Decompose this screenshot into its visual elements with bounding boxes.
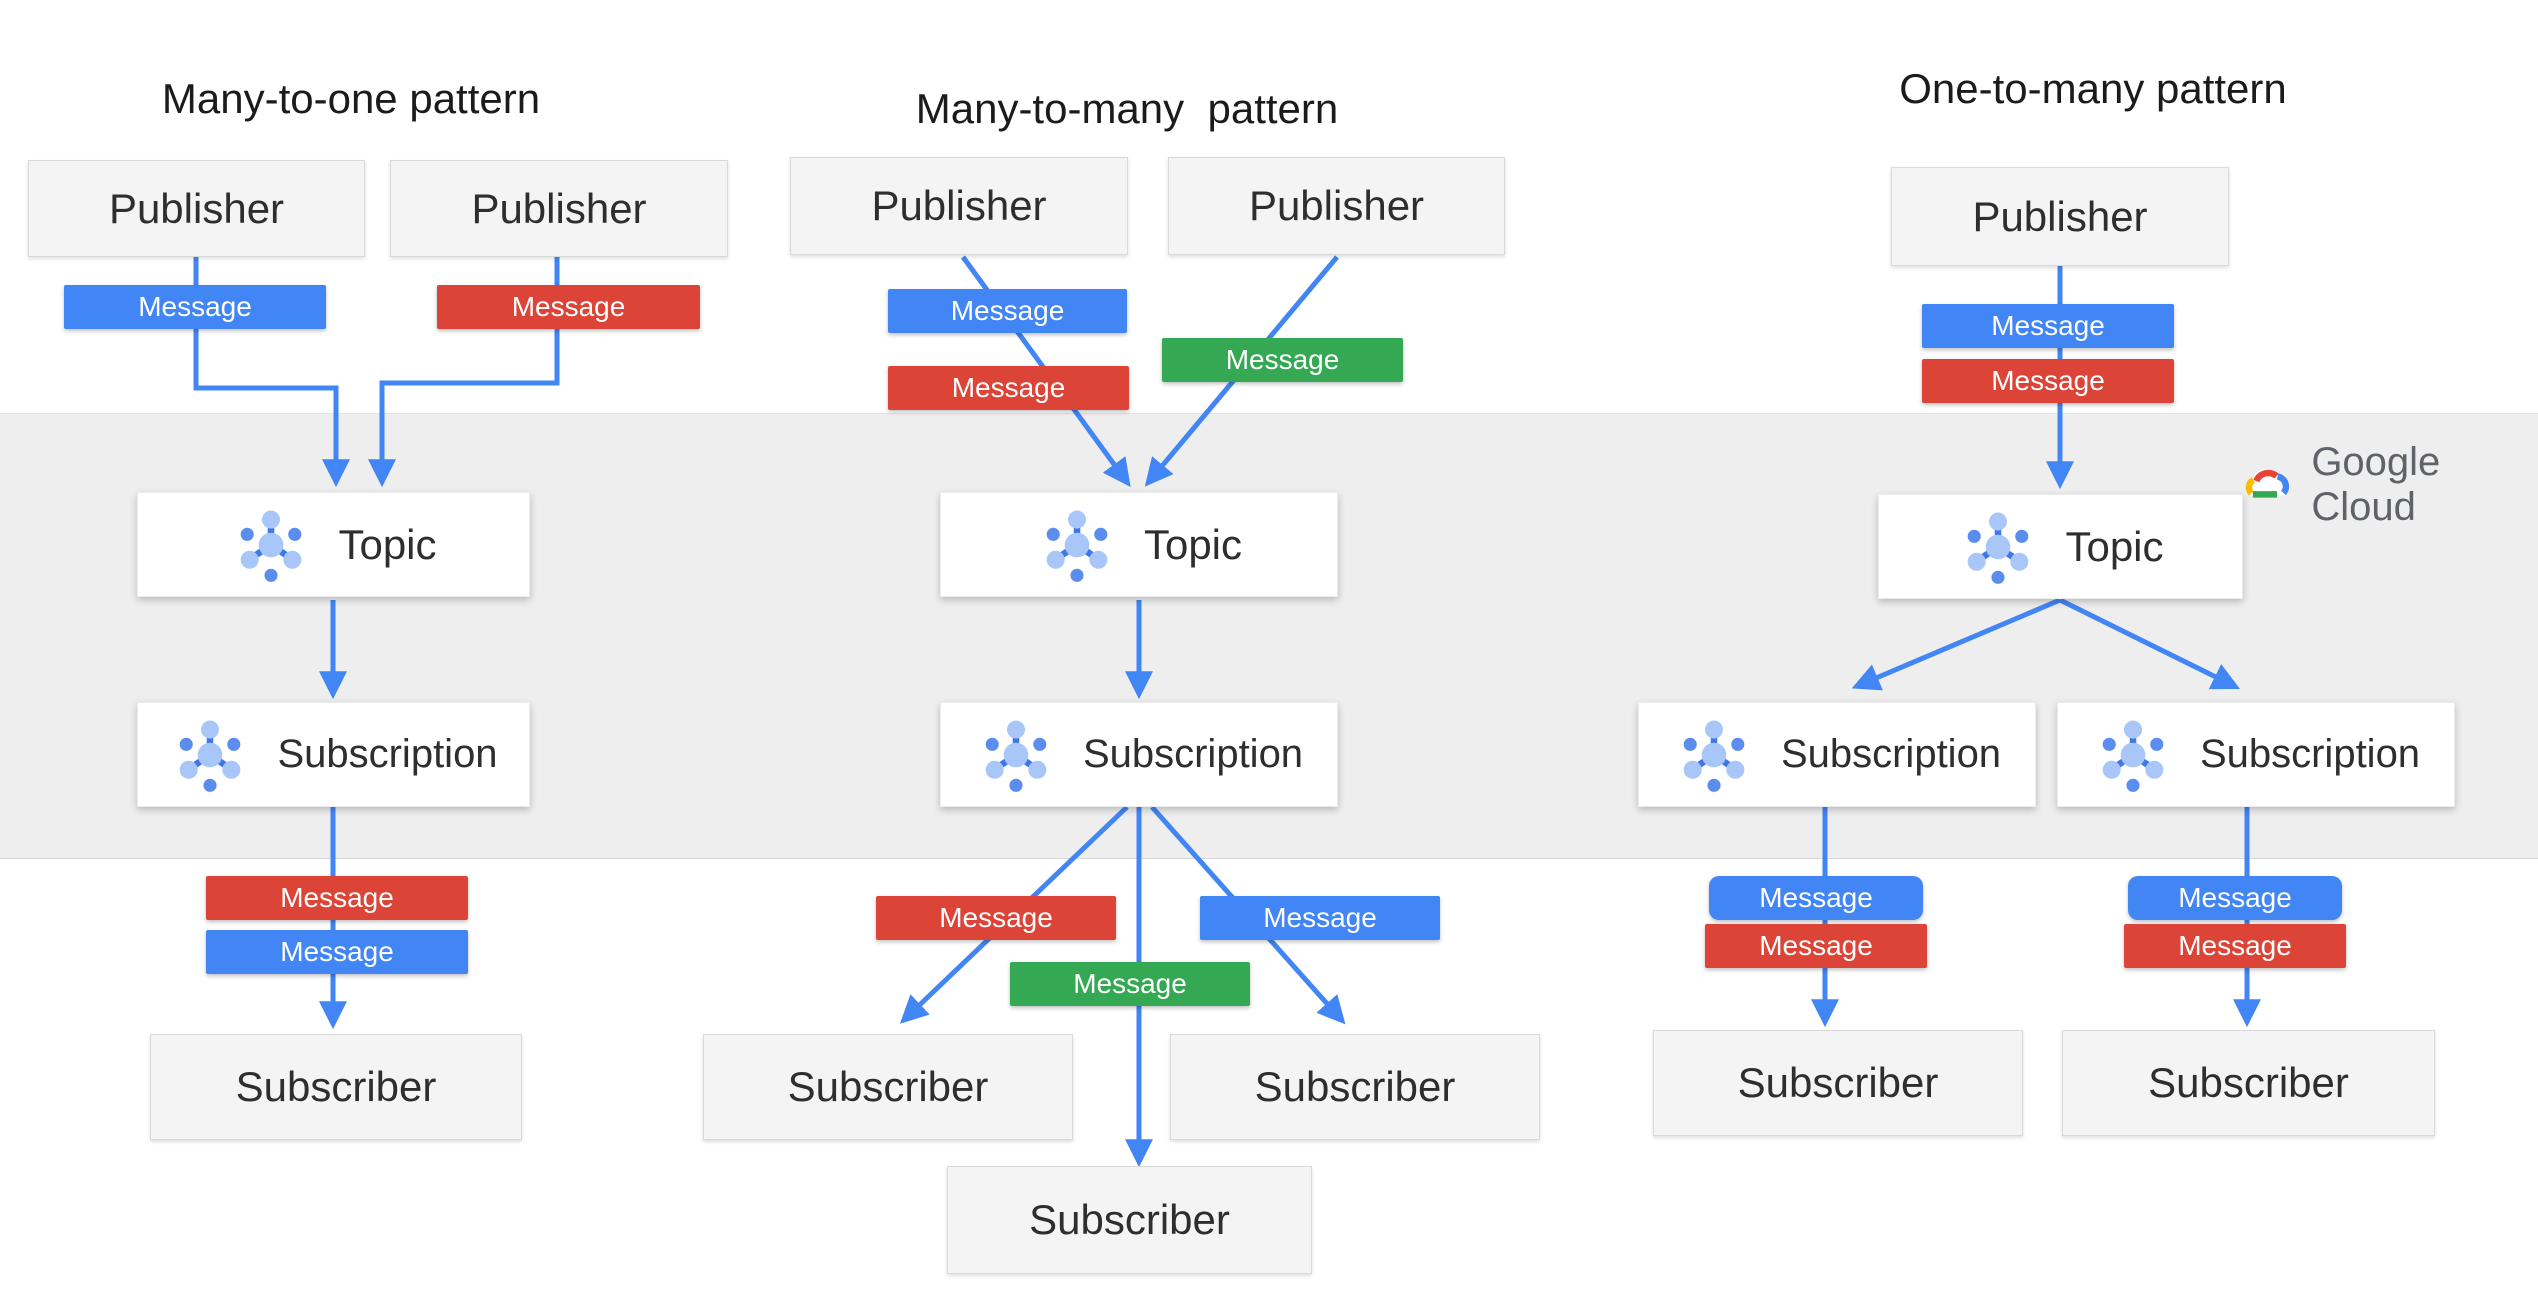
- subscription-label: Subscription: [1780, 732, 2002, 776]
- subscriber-box: Subscriber: [1170, 1034, 1540, 1140]
- subscriber-label: Subscriber: [1737, 1059, 1939, 1106]
- google-cloud-wordmark: Google Cloud: [2311, 440, 2441, 529]
- subscription-box: Subscription: [2057, 702, 2455, 807]
- publisher-box: Publisher: [790, 157, 1128, 255]
- publisher-label: Publisher: [1248, 182, 1425, 229]
- message-badge-red: Message: [1922, 359, 2174, 403]
- topic-label: Topic: [338, 520, 437, 568]
- publisher-label: Publisher: [871, 182, 1047, 229]
- topic-box: Topic: [137, 492, 530, 597]
- message-badge-blue: Message: [1200, 896, 1440, 940]
- pattern-title-many-to-many: Many-to-many pattern: [915, 85, 1339, 132]
- subscriber-label: Subscriber: [2148, 1059, 2349, 1106]
- publisher-label: Publisher: [1972, 192, 2148, 240]
- topic-label: Topic: [2065, 522, 2164, 570]
- message-badge-blue: Message: [2128, 876, 2342, 920]
- pubsub-subscription-icon: [180, 720, 241, 792]
- topic-label: Topic: [1143, 520, 1243, 568]
- publisher-box: Publisher: [1891, 167, 2229, 266]
- message-badge-blue: Message: [206, 930, 468, 974]
- google-cloud-icon: [2245, 468, 2290, 498]
- pubsub-topic-icon: [1968, 512, 2029, 584]
- subscription-label: Subscription: [2199, 732, 2421, 776]
- subscriber-label: Subscriber: [1029, 1196, 1230, 1243]
- google-cloud-logo: Google Cloud: [2238, 440, 2538, 530]
- subscription-box: Subscription: [1638, 702, 2036, 807]
- publisher-label: Publisher: [108, 184, 285, 232]
- message-badge-red: Message: [1705, 924, 1927, 968]
- publisher-box: Publisher: [1168, 157, 1505, 255]
- topic-box: Topic: [1878, 494, 2243, 599]
- message-badge-red: Message: [888, 366, 1129, 410]
- subscription-label: Subscription: [1082, 732, 1304, 776]
- message-badge-red: Message: [2124, 924, 2346, 968]
- message-badge-red: Message: [206, 876, 468, 920]
- pubsub-subscription-icon: [985, 720, 1047, 792]
- message-badge-blue: Message: [888, 289, 1127, 333]
- pattern-title-one-to-many: One-to-many pattern: [1899, 65, 2287, 112]
- pubsub-topic-icon: [1046, 510, 1108, 582]
- message-badge-red: Message: [437, 285, 700, 329]
- subscription-box: Subscription: [137, 702, 530, 807]
- message-badge-blue: Message: [1709, 876, 1923, 920]
- publisher-box: Publisher: [390, 160, 728, 257]
- pubsub-subscription-icon: [1683, 720, 1745, 792]
- message-badge-red: Message: [876, 896, 1116, 940]
- arrow-topic3-subscription-left: [1851, 597, 2061, 691]
- subscriber-label: Subscriber: [1254, 1063, 1456, 1110]
- publisher-label: Publisher: [471, 184, 647, 232]
- subscription-box: Subscription: [940, 702, 1338, 807]
- message-badge-green: Message: [1010, 962, 1250, 1006]
- message-badge-blue: Message: [1922, 304, 2174, 348]
- subscriber-box: Subscriber: [1653, 1030, 2023, 1136]
- pattern-title-many-to-one: Many-to-one pattern: [161, 75, 541, 122]
- pubsub-subscription-icon: [2102, 720, 2164, 792]
- topic-box: Topic: [940, 492, 1338, 597]
- subscriber-box: Subscriber: [947, 1166, 1312, 1274]
- message-badge-blue: Message: [64, 285, 326, 329]
- arrow-topic3-subscription-right: [2058, 597, 2241, 690]
- message-badge-green: Message: [1162, 338, 1403, 382]
- subscriber-box: Subscriber: [703, 1034, 1073, 1140]
- subscriber-box: Subscriber: [2062, 1030, 2435, 1136]
- pubsub-topic-icon: [241, 510, 302, 582]
- subscription-label: Subscription: [277, 732, 498, 776]
- subscriber-label: Subscriber: [235, 1063, 437, 1110]
- subscriber-label: Subscriber: [787, 1063, 989, 1110]
- publisher-box: Publisher: [28, 160, 365, 257]
- subscriber-box: Subscriber: [150, 1034, 522, 1140]
